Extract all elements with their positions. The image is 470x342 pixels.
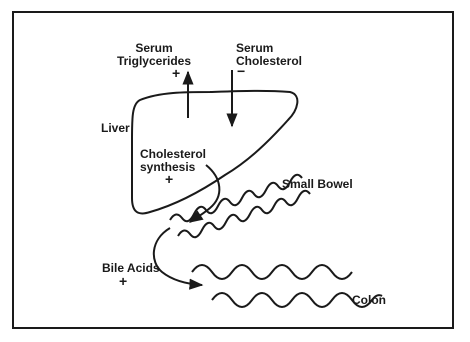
serum-triglycerides-sign: + [172, 67, 180, 80]
cholesterol-synthesis-sign: + [165, 173, 173, 186]
cholesterol-synthesis-label: Cholesterol synthesis [140, 148, 206, 174]
serum-triglycerides-label: Serum Triglycerides [112, 42, 196, 68]
bile-acids-sign: + [119, 275, 127, 288]
colon-label: Colon [352, 294, 386, 307]
serum-triglycerides-text: Serum Triglycerides [117, 41, 191, 68]
cholesterol-synthesis-text: Cholesterol synthesis [140, 147, 206, 174]
small-bowel-lower-wave [178, 191, 310, 237]
bile-acids-label: Bile Acids [102, 262, 160, 275]
colon-upper-wave [192, 265, 352, 279]
liver-label: Liver [101, 122, 130, 135]
serum-cholesterol-label: Serum Cholesterol [236, 42, 302, 68]
serum-cholesterol-sign: − [237, 65, 245, 78]
small-bowel-label: Small Bowel [282, 178, 353, 191]
serum-cholesterol-text: Serum Cholesterol [236, 41, 302, 68]
